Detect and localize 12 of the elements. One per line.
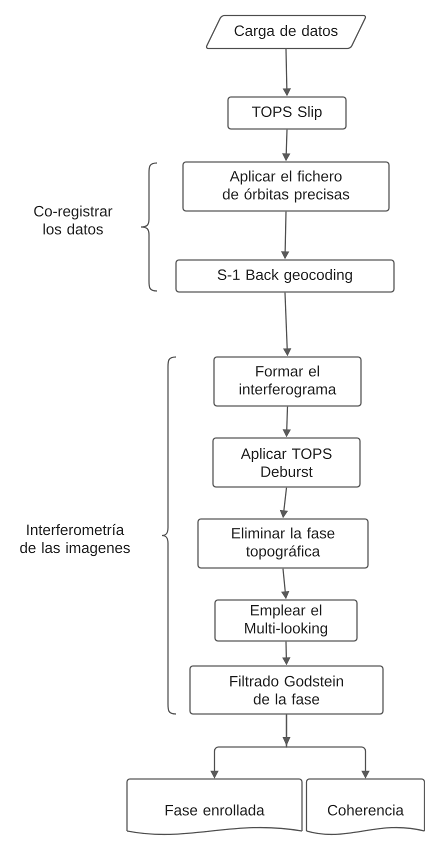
process-box: Emplear el Multi-looking bbox=[214, 599, 358, 642]
input-parallelogram: Carga de datos bbox=[206, 14, 366, 50]
process-box: Eliminar la fase topográfica bbox=[197, 518, 369, 569]
process-box: S-1 Back geocoding bbox=[175, 259, 395, 293]
process-box: Formar el interferograma bbox=[213, 356, 362, 407]
group-label: Interferometría de las imagenes bbox=[20, 524, 130, 556]
process-box: TOPS Slip bbox=[227, 96, 347, 130]
process-box: Aplicar el fichero de órbitas precisas bbox=[182, 161, 390, 212]
arrowhead bbox=[282, 737, 290, 746]
process-box: Filtrado Godstein de la fase bbox=[189, 665, 384, 715]
process-box: Aplicar TOPS Deburst bbox=[212, 437, 361, 488]
group-label: Co-registrar los datos bbox=[34, 206, 112, 235]
